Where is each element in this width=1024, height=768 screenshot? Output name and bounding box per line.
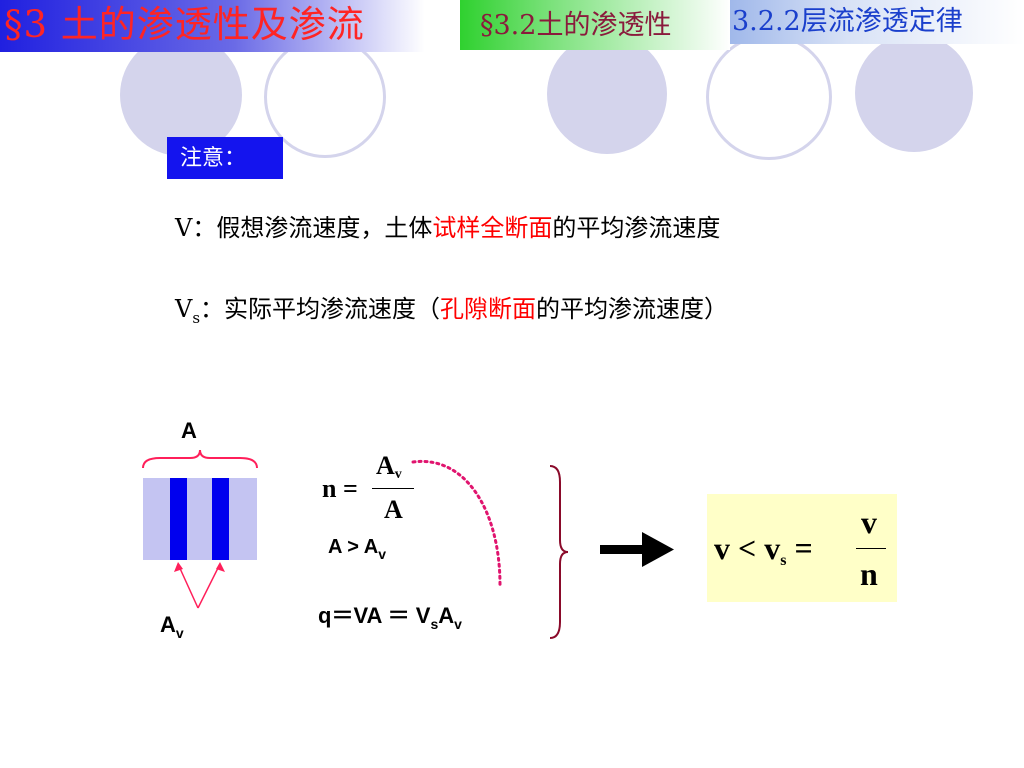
result-arrow (600, 532, 674, 567)
section-title: §3.2土的渗透性 (480, 10, 672, 41)
subsection-title: 3.2.2层流渗透定律 (732, 6, 963, 37)
void-area-symbol: A (160, 612, 176, 637)
dotted-connector (411, 459, 502, 587)
porosity-numerator: Av (376, 451, 402, 483)
definition-line-vs: Vs：实际平均渗流速度（孔隙断面的平均渗流速度） (175, 293, 728, 334)
flow-equation-a: A (438, 603, 455, 628)
definition-vs-subscript: s (192, 309, 201, 327)
result-vs: v (764, 530, 781, 566)
area-inequality-subscript: v (378, 546, 386, 562)
flow-equation-sub-v: v (454, 616, 462, 632)
main-title-banner (0, 0, 425, 52)
result-vs-subscript: s (780, 552, 787, 569)
definition-vs-symbol: V (175, 295, 193, 323)
subsection-title-banner (730, 0, 1024, 44)
area-label: A (181, 418, 197, 443)
note-label-box (167, 137, 283, 179)
result-less-than: < (738, 530, 757, 566)
result-fraction-numerator: v (861, 504, 877, 540)
definition-vs-highlight: 孔隙断面 (440, 295, 537, 323)
definition-vs-text: ：实际平均渗流速度（ (200, 295, 441, 323)
void-area-label: Av (160, 612, 184, 641)
porosity-numerator-subscript: v (394, 467, 402, 482)
porosity-symbol: n = (322, 474, 358, 504)
flow-equation-lhs: q＝VA ＝ V (318, 603, 431, 628)
result-fraction-denominator: n (860, 556, 878, 592)
definition-v-text: V：假想渗流速度，土体 (175, 214, 433, 242)
definition-v-suffix: 的平均渗流速度 (552, 214, 721, 242)
porosity-fraction-bar (372, 488, 414, 489)
porosity-numerator-symbol: A (376, 451, 395, 480)
arrow-left-line (177, 563, 199, 609)
decor-circle-3 (855, 34, 973, 152)
definition-v-highlight: 试样全断面 (432, 214, 553, 242)
definition-line-v: V：假想渗流速度，土体试样全断面的平均渗流速度 (175, 212, 720, 244)
porosity-denominator: A (384, 495, 403, 524)
area-brace (142, 449, 258, 469)
result-v: v (714, 530, 730, 566)
void-area-subscript: v (175, 625, 184, 641)
section-title-banner (460, 0, 730, 50)
porosity-n: n (322, 474, 337, 503)
soil-sample-diagram (142, 449, 258, 609)
right-brace (549, 465, 569, 639)
main-title: §3 土的渗透性及渗流 (4, 3, 365, 46)
flow-equation: q＝VA ＝ VsAv (318, 598, 462, 632)
arrow-left-head (174, 562, 183, 572)
velocity-relation: v < vs = (714, 530, 813, 570)
pore-strip-right (212, 478, 229, 560)
result-equals: = (794, 530, 813, 566)
flow-equation-sub-s: s (430, 616, 439, 632)
decor-circle-2 (547, 34, 667, 154)
area-inequality-text: A > A (328, 536, 379, 558)
decor-circle-1 (120, 34, 242, 156)
arrow-right-line (197, 563, 221, 609)
porosity-equals: = (342, 474, 358, 503)
result-fraction-bar (856, 548, 886, 549)
soil-sample-body (143, 478, 257, 560)
area-inequality: A > Av (328, 536, 386, 562)
decor-ring-2 (706, 34, 832, 160)
note-label: 注意： (180, 146, 247, 171)
arrow-right-head (216, 562, 225, 572)
pore-strip-left (170, 478, 187, 560)
definition-vs-suffix: 的平均渗流速度） (536, 295, 729, 323)
